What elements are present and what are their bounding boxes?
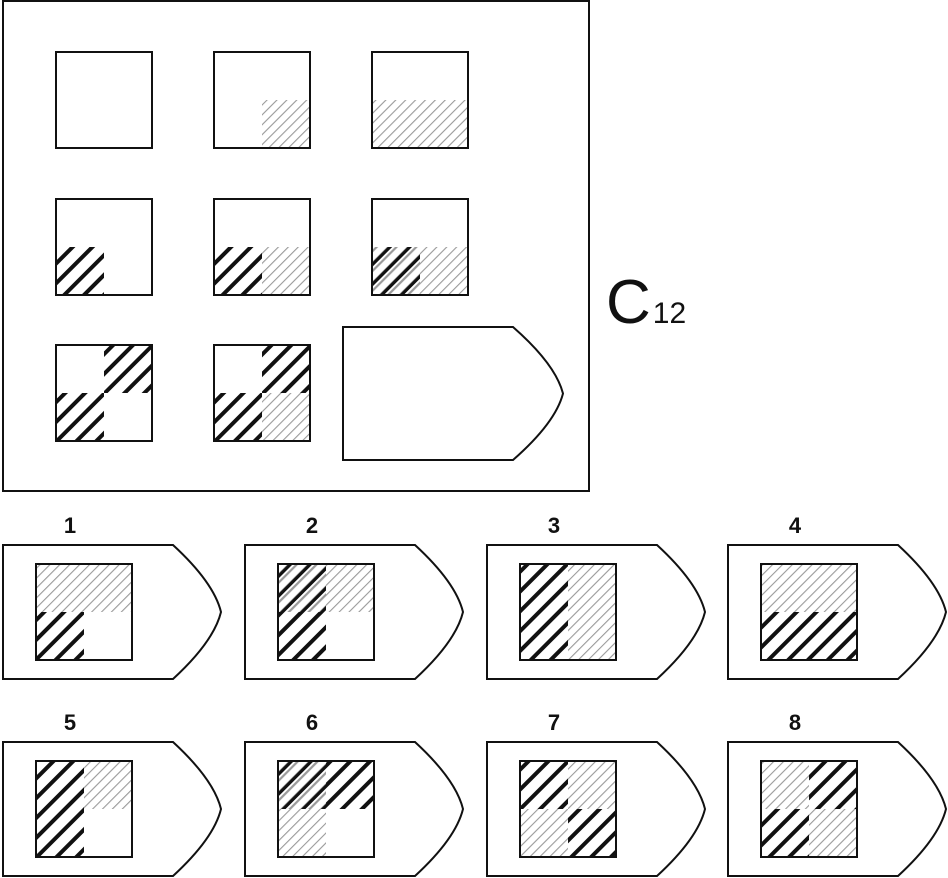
option-4[interactable] (727, 544, 948, 680)
quadrant-bottom-left-dark (214, 393, 262, 441)
matrix-panel (2, 0, 590, 492)
option-tile (35, 563, 133, 661)
tile-outline (35, 760, 133, 858)
quadrant-top-left-dark (520, 761, 568, 809)
quadrant-bottom-right-light (262, 100, 310, 148)
option-tile (35, 760, 133, 858)
option-number: 4 (788, 513, 802, 538)
quadrant-top-left-light (761, 761, 809, 809)
quadrant-bottom-right-light (262, 393, 310, 441)
quadrant-top-right-dark (326, 761, 374, 809)
option-number: 1 (63, 513, 77, 538)
quadrant-bottom-left-dark (56, 393, 104, 441)
set-number: 12 (652, 297, 687, 330)
answer-slot (342, 326, 565, 461)
option-tile (277, 760, 375, 858)
quadrant-bottom-left-light (278, 809, 326, 857)
matrix-cell-r2-c3 (371, 198, 469, 296)
quadrant-top-right-dark (809, 761, 857, 809)
option-tile (760, 760, 858, 858)
option-number: 6 (305, 710, 319, 735)
option-2[interactable] (244, 544, 465, 680)
quadrant-bottom-left-mixed (372, 247, 420, 295)
tile-outline (213, 344, 311, 442)
quadrant-top-right-light (326, 564, 374, 612)
tile-outline (277, 563, 375, 661)
tile-outline (519, 563, 617, 661)
quadrant-top-right-light (84, 761, 132, 809)
matrix-cell-r2-c1 (55, 198, 153, 296)
tile-outline (277, 760, 375, 858)
matrix-cell-r1-c2 (213, 51, 311, 149)
tile-outline (35, 563, 133, 661)
quadrant-top-left-dark (520, 564, 568, 612)
tile-outline (213, 51, 311, 149)
option-tile (277, 563, 375, 661)
option-number: 2 (305, 513, 319, 538)
answer-options (2, 544, 948, 877)
option-8[interactable] (727, 741, 948, 877)
quadrant-bottom-left-dark (520, 612, 568, 660)
option-7[interactable] (486, 741, 707, 877)
option-tile (519, 760, 617, 858)
quadrant-bottom-right-light (568, 612, 616, 660)
quadrant-bottom-right-light (420, 100, 468, 148)
quadrant-bottom-right-light (420, 247, 468, 295)
option-tile (760, 563, 858, 661)
option-6[interactable] (244, 741, 465, 877)
quadrant-bottom-left-dark (761, 612, 809, 660)
quadrant-bottom-left-dark (761, 809, 809, 857)
quadrant-top-right-light (568, 761, 616, 809)
matrix-cell-r3-c2 (213, 344, 311, 442)
quadrant-top-right-light (568, 564, 616, 612)
quadrant-top-right-light (809, 564, 857, 612)
option-number: 8 (788, 710, 802, 735)
quadrant-bottom-right-dark (568, 809, 616, 857)
quadrant-top-left-mixed (278, 761, 326, 809)
tile-outline (760, 760, 858, 858)
quadrant-bottom-right-light (262, 247, 310, 295)
option-5[interactable] (2, 741, 223, 877)
quadrant-bottom-left-dark (56, 247, 104, 295)
quadrant-bottom-left-dark (36, 612, 84, 660)
quadrant-bottom-left-light (372, 100, 420, 148)
quadrant-top-left-light (761, 564, 809, 612)
quadrant-bottom-left-dark (214, 247, 262, 295)
option-number: 5 (63, 710, 77, 735)
tile-outline (213, 198, 311, 296)
set-label: C12 (606, 268, 686, 338)
quadrant-top-right-dark (104, 345, 152, 393)
tile-outline (371, 51, 469, 149)
set-letter: C (606, 268, 651, 337)
tile-outline (55, 344, 153, 442)
option-3[interactable] (486, 544, 707, 680)
quadrant-top-right-light (84, 564, 132, 612)
quadrant-top-left-light (36, 564, 84, 612)
option-number: 7 (547, 710, 561, 735)
matrix-cell-r2-c2 (213, 198, 311, 296)
quadrant-top-left-dark (36, 761, 84, 809)
quadrant-bottom-left-light (520, 809, 568, 857)
quadrant-bottom-left-dark (36, 809, 84, 857)
quadrant-bottom-right-light (809, 809, 857, 857)
tile-outline (55, 51, 153, 149)
tile-outline (519, 760, 617, 858)
matrix-cell-r1-c1 (55, 51, 153, 149)
quadrant-bottom-right-dark (809, 612, 857, 660)
option-number: 3 (547, 513, 561, 538)
tile-outline (371, 198, 469, 296)
option-tile (519, 563, 617, 661)
quadrant-bottom-left-dark (278, 612, 326, 660)
quadrant-top-left-mixed (278, 564, 326, 612)
quadrant-top-right-dark (262, 345, 310, 393)
matrix-cell-r3-c1 (55, 344, 153, 442)
tile-outline (55, 198, 153, 296)
matrix-cell-r1-c3 (371, 51, 469, 149)
tile-outline (760, 563, 858, 661)
option-1[interactable] (2, 544, 223, 680)
